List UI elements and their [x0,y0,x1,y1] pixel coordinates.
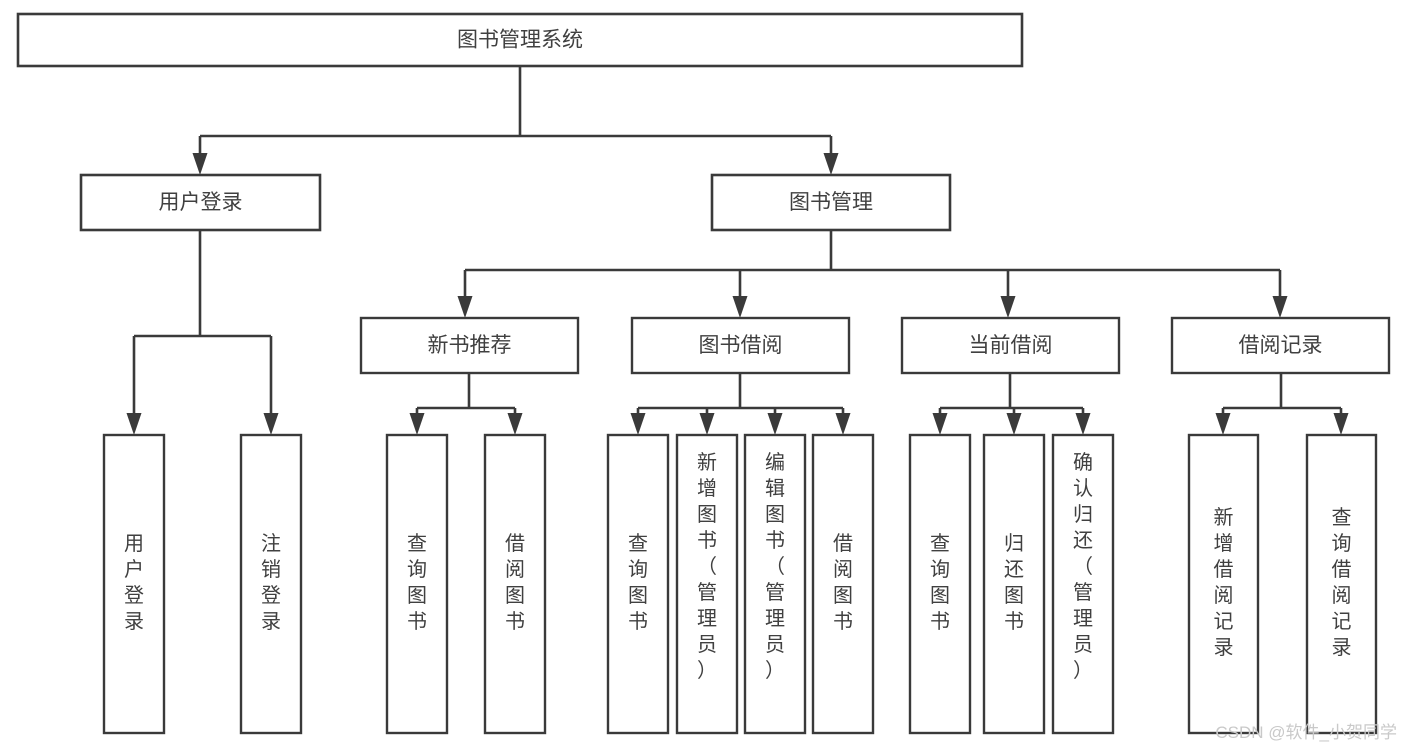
node-box[interactable] [743,433,807,735]
arrow-head-icon [823,153,839,175]
node-box[interactable] [710,173,952,232]
node-box[interactable] [630,316,851,375]
arrow-head-icon [1215,413,1231,435]
arrow-head-icon [1272,296,1288,318]
node-label: 查询图书 [407,532,427,633]
node-box[interactable] [811,433,875,735]
node-box[interactable] [1170,316,1391,375]
connector-root-to-level1 [192,66,839,175]
node-label: 当前借阅 [969,334,1053,357]
node-box[interactable] [483,433,547,735]
node-label: 注销登录 [261,532,281,633]
node-label: 借阅记录 [1239,334,1323,357]
arrow-head-icon [1000,296,1016,318]
node-box[interactable] [1187,433,1260,735]
node-box[interactable] [675,433,739,735]
node-box[interactable] [385,433,449,735]
arrow-head-icon [1075,413,1091,435]
node-user-login[interactable]: 用户登录 [79,173,322,232]
arrow-head-icon [457,296,473,318]
node-leaf-edit-book-admin[interactable]: 编辑图书（管理员） [743,433,807,735]
node-label: 借阅图书 [505,532,525,633]
nodes-layer: 图书管理系统用户登录图书管理新书推荐图书借阅当前借阅借阅记录用户登录注销登录查询… [16,12,1391,735]
connector-bookmgmt-to-level2 [457,230,1288,318]
arrow-head-icon [507,413,523,435]
node-leaf-add-book-admin[interactable]: 新增图书（管理员） [675,433,739,735]
node-label: 图书管理 [789,191,873,214]
arrow-head-icon [732,296,748,318]
node-leaf-add-borrow-record[interactable]: 新增借阅记录 [1187,433,1260,735]
node-current-borrow[interactable]: 当前借阅 [900,316,1121,375]
arrow-head-icon [263,413,279,435]
node-box[interactable] [359,316,580,375]
node-box[interactable] [16,12,1024,68]
node-label: 图书管理系统 [457,29,583,52]
arrow-head-icon [1006,413,1022,435]
node-box[interactable] [1305,433,1378,735]
node-undefined[interactable]: 图书管理系统 [16,12,1024,68]
node-book-borrow[interactable]: 图书借阅 [630,316,851,375]
node-leaf-query-book-borrow[interactable]: 查询图书 [606,433,670,735]
arrow-head-icon [192,153,208,175]
node-label: 图书借阅 [699,334,783,357]
connector-borrow-to-leaves [630,373,851,435]
arrow-head-icon [409,413,425,435]
node-label: 新书推荐 [428,334,512,357]
arrow-head-icon [126,413,142,435]
node-label: 归还图书 [1004,532,1024,633]
node-box[interactable] [982,433,1046,735]
node-label: 查询图书 [930,532,950,633]
node-box[interactable] [908,433,972,735]
node-label: 编辑图书（管理员） [765,451,785,682]
node-box[interactable] [1051,433,1115,735]
node-box[interactable] [239,433,303,735]
connector-current-to-leaves [932,373,1091,435]
node-label: 用户登录 [159,191,243,214]
node-label: 用户登录 [124,533,144,633]
node-label: 新增图书（管理员） [697,451,717,682]
node-leaf-borrow-book-recommend[interactable]: 借阅图书 [483,433,547,735]
node-label: 查询借阅记录 [1332,506,1352,659]
arrow-head-icon [630,413,646,435]
node-label: 查询图书 [628,532,648,633]
connectors-layer [126,66,1349,435]
node-borrow-record[interactable]: 借阅记录 [1170,316,1391,375]
node-leaf-logout[interactable]: 注销登录 [239,433,303,735]
node-box[interactable] [900,316,1121,375]
connector-recommend-to-leaves [409,373,523,435]
node-leaf-query-book-recommend[interactable]: 查询图书 [385,433,449,735]
node-box[interactable] [606,433,670,735]
connector-userlogin-to-leaves [126,230,279,435]
node-leaf-borrow-book[interactable]: 借阅图书 [811,433,875,735]
arrow-head-icon [1333,413,1349,435]
connector-record-to-leaves [1215,373,1349,435]
arrow-head-icon [767,413,783,435]
arrow-head-icon [932,413,948,435]
node-leaf-return-book[interactable]: 归还图书 [982,433,1046,735]
node-book-management[interactable]: 图书管理 [710,173,952,232]
node-leaf-query-book-current[interactable]: 查询图书 [908,433,972,735]
node-leaf-query-borrow-record[interactable]: 查询借阅记录 [1305,433,1378,735]
node-box[interactable] [102,433,166,735]
node-new-book-recommend[interactable]: 新书推荐 [359,316,580,375]
node-label: 新增借阅记录 [1214,506,1234,659]
node-box[interactable] [79,173,322,232]
arrow-head-icon [699,413,715,435]
node-label: 确认归还（管理员） [1073,451,1093,682]
node-label: 借阅图书 [833,532,853,633]
node-leaf-user-login[interactable]: 用户登录 [102,433,166,735]
node-leaf-confirm-return-admin[interactable]: 确认归还（管理员） [1051,433,1115,735]
arrow-head-icon [835,413,851,435]
